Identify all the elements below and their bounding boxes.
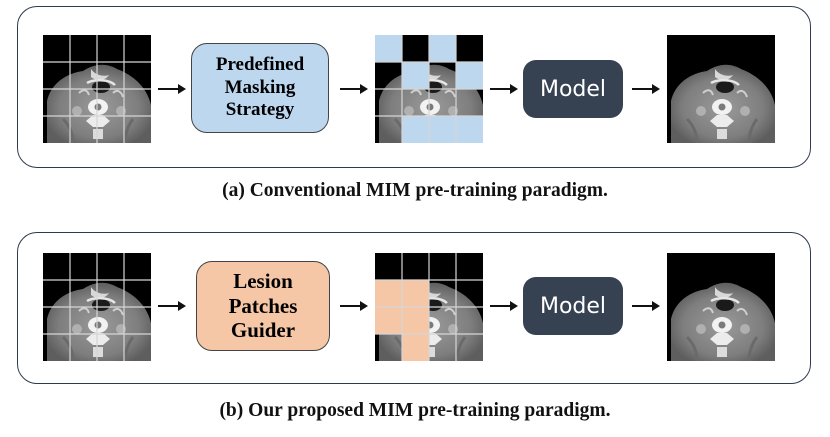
panel-proposed: Lesion Patches Guider Model	[17, 232, 811, 384]
predefined-masking-strategy-label: Predefined Masking Strategy	[215, 54, 305, 121]
lesion-masked-ct-image	[375, 253, 483, 361]
model-box: Model	[523, 277, 623, 335]
lesion-mask-patches	[375, 280, 429, 361]
arrow-right-icon	[340, 84, 368, 94]
input-ct-image	[43, 253, 151, 361]
model-box: Model	[523, 60, 623, 118]
input-ct-image	[43, 35, 151, 143]
reconstructed-ct-image	[667, 253, 775, 361]
arrow-right-icon	[158, 84, 186, 94]
reconstructed-ct-image	[667, 35, 775, 143]
random-mask-patches	[375, 35, 483, 143]
arrow-right-icon	[632, 301, 660, 311]
caption-a: (a) Conventional MIM pre-training paradi…	[222, 180, 608, 201]
arrow-right-icon	[340, 301, 368, 311]
model-label: Model	[539, 76, 607, 102]
arrow-right-icon	[158, 301, 186, 311]
lesion-patches-guider-label: Lesion Patches Guider	[228, 268, 298, 343]
lesion-patches-guider-box: Lesion Patches Guider	[196, 261, 330, 351]
arrow-right-icon	[490, 84, 518, 94]
caption-b: (b) Our proposed MIM pre-training paradi…	[219, 400, 611, 421]
panel-conventional: Predefined Masking Strategy Model	[17, 6, 811, 168]
arrow-right-icon	[490, 301, 518, 311]
model-label: Model	[539, 293, 607, 319]
random-masked-ct-image	[375, 35, 483, 143]
predefined-masking-strategy-box: Predefined Masking Strategy	[191, 43, 329, 133]
arrow-right-icon	[632, 84, 660, 94]
